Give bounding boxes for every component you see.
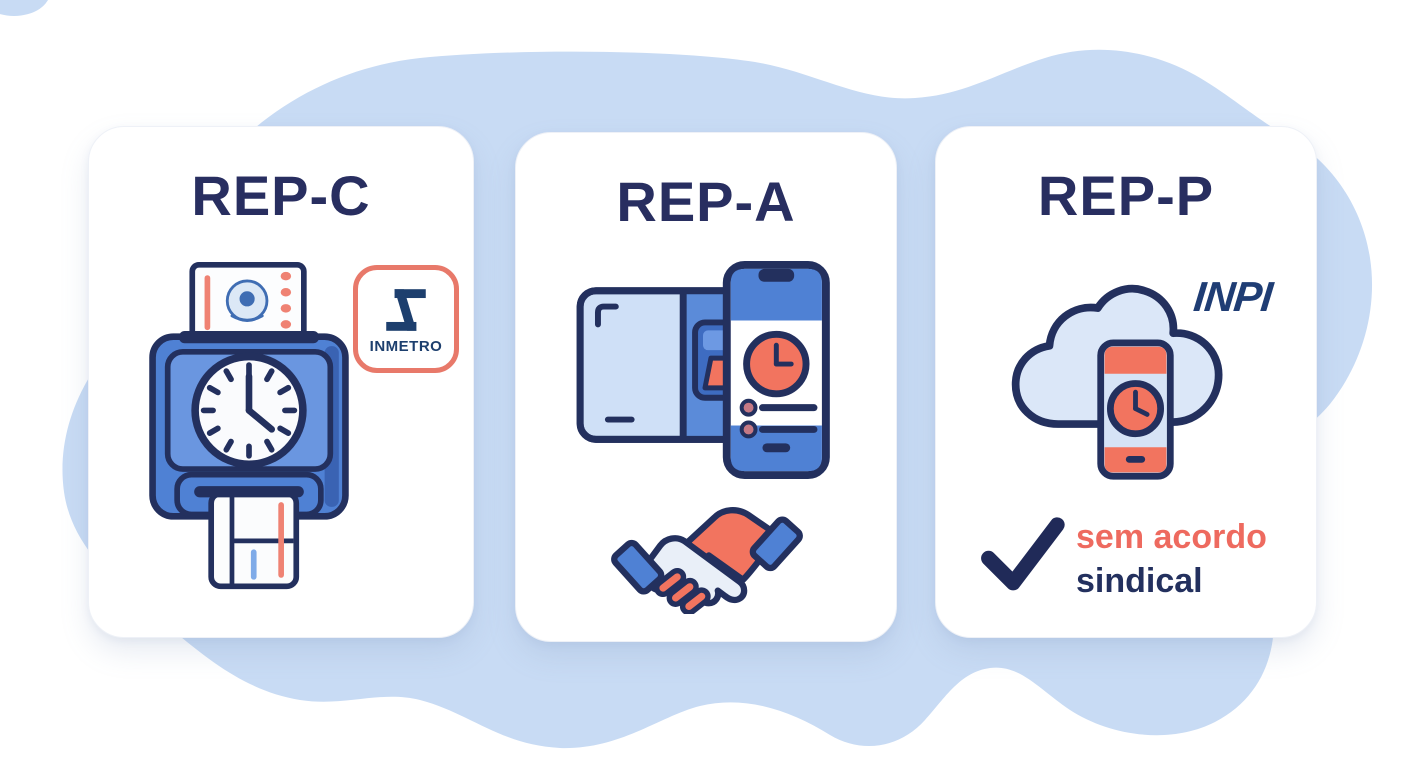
- card-rep-c: REP-C: [88, 126, 474, 638]
- receipt-icon: [208, 490, 300, 590]
- punch-clock-machine-icon: [149, 261, 349, 590]
- inmetro-mark-icon: [386, 288, 426, 331]
- card-rep-p: REP-P INPI sem aco: [935, 126, 1317, 638]
- note-text: sem acordo sindical: [1076, 515, 1267, 603]
- smartphone-clock-icon: [722, 261, 830, 479]
- handshake-icon: [611, 507, 803, 614]
- inmetro-badge-icon: INMETRO: [353, 265, 459, 373]
- card-title-rep-p: REP-P: [1037, 164, 1215, 227]
- note-line-1: sem acordo: [1076, 518, 1267, 556]
- note-line-2: sindical: [1076, 562, 1203, 600]
- card-rep-a: REP-A: [515, 132, 897, 642]
- card-title-rep-a: REP-A: [616, 170, 796, 233]
- checkmark-icon: [981, 517, 1065, 591]
- inmetro-label: INMETRO: [369, 337, 443, 355]
- smartphone-clock-icon: [1097, 339, 1174, 480]
- paper-slip-icon: [189, 261, 307, 344]
- biometric-terminal-icon: [576, 261, 830, 479]
- cloud-smartphone-icon: [1011, 284, 1223, 480]
- clock-icon: [191, 352, 307, 469]
- card-title-rep-c: REP-C: [191, 164, 371, 227]
